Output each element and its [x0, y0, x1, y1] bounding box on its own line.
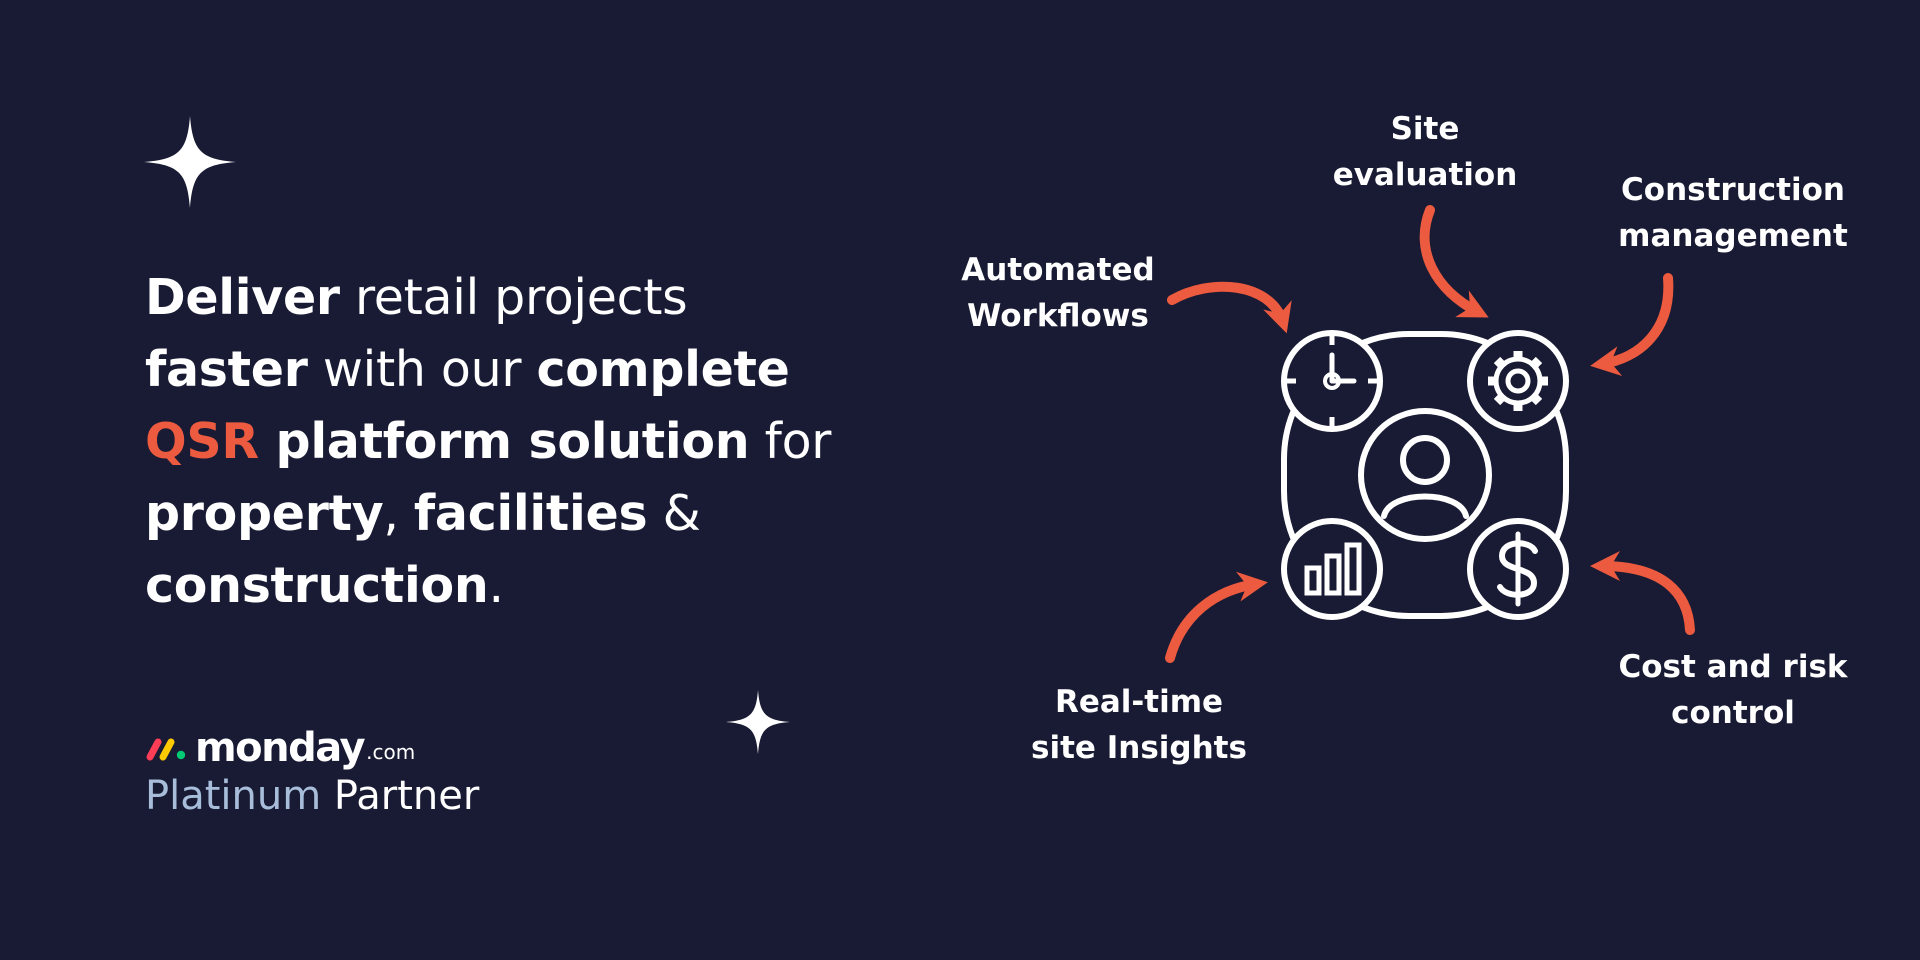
- gear-icon: [1467, 330, 1569, 432]
- bar-chart-icon: [1281, 518, 1383, 620]
- partner-tier-name: Platinum: [145, 773, 322, 819]
- headline-bold-text: facilities: [413, 485, 648, 542]
- headline-line: Deliver retail projects: [145, 262, 845, 334]
- logo-domain: .com: [366, 740, 416, 764]
- label-construction-management: Construction management: [1618, 167, 1848, 259]
- label-line: site Insights: [1031, 730, 1247, 766]
- clock-icon: [1281, 330, 1383, 432]
- sparkle-icon: [144, 116, 236, 208]
- headline-line: faster with our complete: [145, 334, 845, 406]
- label-site-evaluation: Site evaluation: [1333, 106, 1518, 198]
- label-line: Cost and risk: [1618, 649, 1848, 685]
- label-line: Construction: [1621, 172, 1845, 208]
- user-icon: [1358, 408, 1492, 542]
- arrow-site: [1419, 205, 1489, 318]
- headline-line: construction.: [145, 550, 845, 622]
- label-line: Automated: [961, 252, 1155, 288]
- headline-bold-text: platform solution: [258, 413, 750, 470]
- monday-logo-icon: [146, 738, 186, 761]
- sparkle-icon: [726, 690, 790, 754]
- headline-text: for: [749, 413, 832, 470]
- headline-line: QSR platform solution for: [145, 406, 845, 478]
- partner-badge: monday .com Platinum Partner: [145, 722, 565, 822]
- dollar-icon: [1467, 518, 1569, 620]
- headline-text: .: [488, 557, 504, 614]
- headline-text: with our: [307, 341, 537, 398]
- label-line: control: [1671, 695, 1795, 731]
- arrow-construction: [1590, 273, 1674, 376]
- headline-bold-text: faster: [145, 341, 308, 398]
- label-line: evaluation: [1332, 157, 1518, 193]
- label-realtime-insights: Real-time site Insights: [1031, 679, 1247, 771]
- label-automated-workflows: Automated Workflows: [961, 247, 1154, 339]
- logo-wordmark: monday: [195, 725, 366, 771]
- headline-text: &: [647, 485, 701, 542]
- headline-line: property, facilities &: [145, 478, 845, 550]
- headline-accent-text: QSR: [145, 413, 259, 470]
- label-line: management: [1618, 218, 1848, 254]
- label-line: Workflows: [967, 298, 1149, 334]
- headline-bold-text: construction: [145, 557, 489, 614]
- arrow-insights: [1165, 571, 1268, 663]
- arrow-cost: [1590, 551, 1695, 635]
- label-cost-risk: Cost and risk control: [1618, 644, 1847, 736]
- partner-tier: Platinum Partner: [145, 774, 565, 818]
- headline-bold-text: Deliver: [145, 269, 340, 326]
- label-line: Site: [1390, 111, 1460, 147]
- monday-logo: monday .com: [145, 722, 565, 774]
- headline-text: ,: [383, 485, 414, 542]
- partner-role: Partner: [321, 773, 480, 819]
- platform-ring: [1281, 331, 1569, 619]
- arrow-automated: [1167, 281, 1292, 334]
- label-line: Real-time: [1054, 684, 1224, 720]
- headline: Deliver retail projects faster with our …: [145, 262, 845, 622]
- headline-text: retail projects: [339, 269, 688, 326]
- headline-bold-text: property: [145, 485, 384, 542]
- headline-bold-text: complete: [536, 341, 790, 398]
